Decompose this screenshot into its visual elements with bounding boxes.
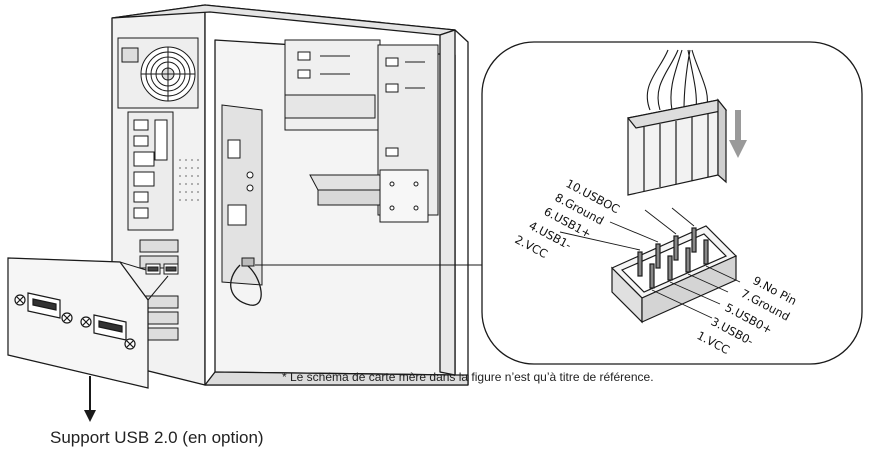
- usb-support-caption: Support USB 2.0 (en option): [50, 428, 264, 447]
- usb-header: [610, 225, 738, 324]
- psu-fan: [117, 37, 199, 109]
- zoom-bubble: [481, 41, 863, 365]
- drive-bays: [284, 39, 439, 223]
- io-panel: [127, 111, 174, 231]
- usb-bracket: [7, 257, 169, 389]
- pin-leaders: [559, 207, 741, 319]
- motherboard: [221, 104, 263, 286]
- female-connector: [626, 98, 728, 196]
- usb-cable: [230, 264, 262, 306]
- reference-note: * Le schéma de carte mère dans la figure…: [282, 370, 654, 384]
- insert-arrow: [729, 110, 747, 158]
- down-arrow: [84, 376, 96, 422]
- vent-holes: [179, 159, 199, 201]
- case-usb-ports: [145, 263, 179, 275]
